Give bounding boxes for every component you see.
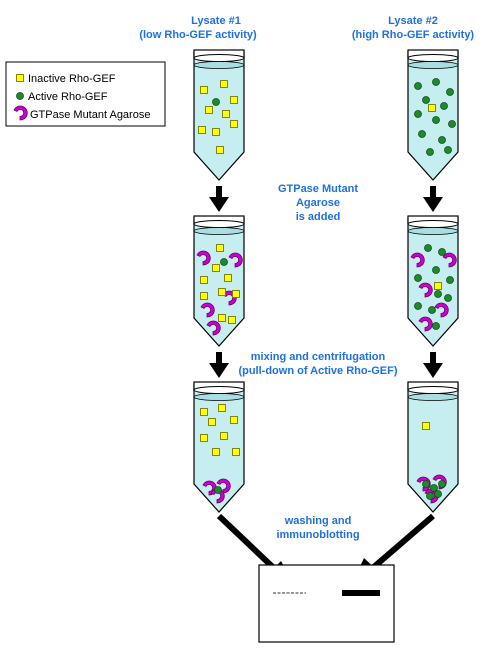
legend-inactive-label: Inactive Rho-GEF <box>28 73 116 85</box>
tube-lysate1-after-pulldown <box>193 381 245 513</box>
yellow-square-icon <box>16 74 24 82</box>
immunoblot-membrane <box>258 564 395 643</box>
step1-line1: GTPase Mutant <box>278 183 358 195</box>
lysate1-subtitle: (low Rho-GEF activity) <box>139 29 257 41</box>
lysate2-subtitle: (high Rho-GEF activity) <box>352 29 475 41</box>
tube-lysate1-with-agarose <box>193 215 245 347</box>
legend-active-label: Active Rho-GEF <box>28 91 108 103</box>
tube-lysate2-after-pulldown <box>407 381 459 513</box>
step1-line3: is added <box>296 211 341 223</box>
step3-line1: washing and <box>284 515 352 527</box>
step2-line1: mixing and centrifugation <box>251 351 386 363</box>
strong-band <box>342 590 380 596</box>
arrow-down-right-1 <box>423 186 443 212</box>
step2-line2: (pull-down of Active Rho-GEF) <box>238 365 397 377</box>
arrow-down-right-2 <box>423 352 443 378</box>
tube-lysate1 <box>193 49 245 181</box>
tube-lysate2-with-agarose <box>407 215 459 347</box>
lysate1-title: Lysate #1 <box>191 15 241 27</box>
lysate2-title: Lysate #2 <box>388 15 438 27</box>
legend-box <box>5 61 166 127</box>
legend: Inactive Rho-GEF Active Rho-GEF GTPase M… <box>5 61 166 127</box>
step1-line2: Agarose <box>296 197 340 209</box>
legend-agarose-label: GTPase Mutant Agarose <box>30 109 150 121</box>
arrow-down-left-1 <box>209 186 229 212</box>
tube-lysate2 <box>407 49 459 181</box>
green-dot-icon <box>16 92 24 100</box>
step3-line2: immunoblotting <box>276 529 359 541</box>
arrow-down-left-2 <box>209 352 229 378</box>
